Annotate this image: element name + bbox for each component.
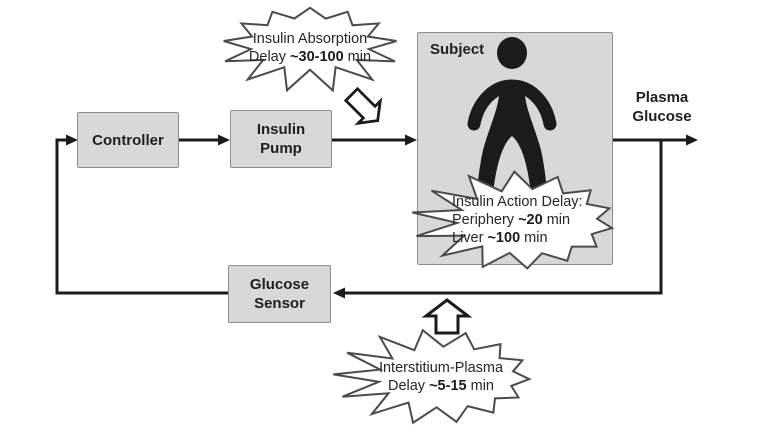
block-arrow-up-icon [421,298,473,335]
block-arrow-down-right-icon [343,86,383,126]
callout-line: Delay ~5-15 min [349,377,533,395]
arrowhead-into-sensor [333,287,345,299]
plasma-glucose-label: Plasma Glucose [632,89,692,125]
callout-text-segment: Liver [452,230,488,246]
arrowhead-into-pump [218,134,230,146]
callout-text-segment: Delay [387,378,430,394]
callout-interstitium-text: Interstitium-Plasma Delay ~5-15 min [349,359,533,395]
callout-line: Periphery ~20 min [452,211,610,229]
callout-text-segment: min [466,378,494,394]
controller-box: Controller [77,112,179,168]
feedback-line-left [55,138,228,295]
callout-burst-interstitium [333,328,532,425]
callout-text-segment: Interstitium-Plasma [378,360,504,376]
feedback-line-right [345,139,663,295]
callout-burst-insulin-absorption [223,6,397,93]
callout-text-segment: min [520,230,548,246]
callout-line: Interstitium-Plasma [349,359,533,377]
callout-line: Insulin Action Delay: [452,193,610,211]
callout-insulin-absorption-text: Insulin Absorption Delay ~30-100 min [222,30,398,66]
callout-burst-insulin-action [412,170,615,270]
subject-box-label: Subject [430,41,485,58]
callout-text-segment: min [542,212,571,228]
callout-delay-value: ~30-100 [290,49,344,65]
callout-line: Delay ~30-100 min [222,48,398,66]
callout-delay-value: ~5-15 [429,378,467,394]
arrowhead-into-controller [66,134,78,146]
callout-text-segment: Delay [248,49,291,65]
callout-text-segment: Insulin Absorption [252,31,368,47]
insulin-pump-box: Insulin Pump [230,110,332,168]
glucose-sensor-box: Glucose Sensor [228,265,331,323]
person-icon [467,37,557,206]
callout-delay-value: ~100 [487,230,521,246]
arrowhead-into-subject [405,134,417,146]
arrowheads [66,134,698,299]
callout-insulin-action-text: Insulin Action Delay: Periphery ~20 min … [452,193,610,247]
callout-text-segment: min [343,49,372,65]
callout-text-segment: Insulin Action Delay: [452,194,583,210]
callout-line: Liver ~100 min [452,229,610,247]
callout-line: Insulin Absorption [222,30,398,48]
flow-lines [55,138,686,295]
callout-text-segment: Periphery [452,212,519,228]
callout-delay-value: ~20 [518,212,543,228]
arrowhead-plasma-out [686,134,698,146]
